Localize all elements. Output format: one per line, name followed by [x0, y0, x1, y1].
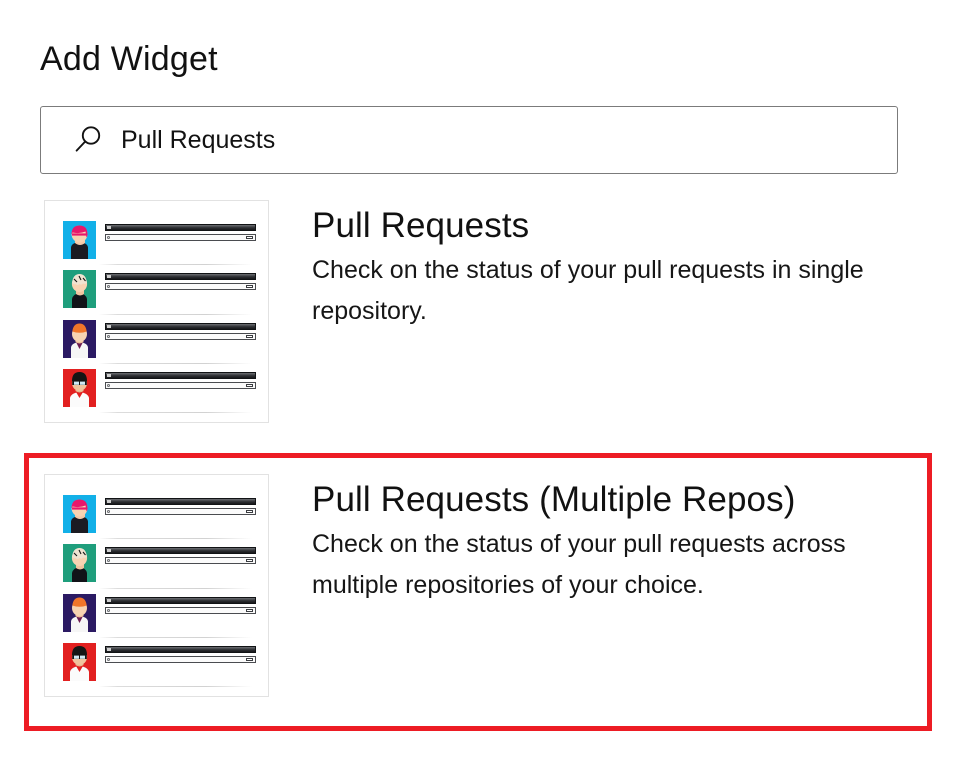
preview-line-secondary — [105, 234, 256, 241]
preview-line-secondary — [105, 332, 256, 340]
preview-line-primary — [105, 645, 256, 653]
widget-title: Pull Requests — [312, 206, 530, 245]
preview-text-lines — [105, 594, 256, 614]
preview-text-lines — [105, 495, 256, 515]
preview-line-primary — [105, 547, 256, 555]
search-input-value: Pull Requests — [121, 126, 276, 154]
preview-list — [63, 215, 256, 418]
preview-line-secondary — [105, 655, 256, 663]
preview-text-lines — [105, 369, 256, 389]
widget-description: Check on the status of your pull request… — [312, 530, 846, 599]
preview-line-primary — [105, 498, 256, 505]
widget-preview-thumbnail — [44, 200, 269, 423]
preview-line-secondary — [105, 508, 256, 515]
widget-preview-thumbnail — [44, 474, 269, 697]
avatar — [63, 495, 96, 533]
preview-line-secondary — [105, 606, 256, 614]
preview-line-secondary — [105, 283, 256, 291]
widget-option-pull-requests-multiple-repos[interactable]: Pull Requests (Multiple Repos) Check on … — [0, 474, 961, 698]
avatar — [63, 544, 96, 583]
preview-text-lines — [105, 544, 256, 565]
list-item — [63, 368, 256, 414]
widget-title: Pull Requests (Multiple Repos) — [312, 480, 796, 519]
preview-line-secondary — [105, 381, 256, 389]
preview-line-primary — [105, 273, 256, 281]
widget-description-block: Pull Requests Check on the status of you… — [312, 204, 912, 332]
avatar — [63, 593, 96, 632]
search-input[interactable]: Pull Requests — [40, 106, 898, 174]
page-title: Add Widget — [40, 40, 218, 78]
preview-line-primary — [105, 322, 256, 330]
avatar — [63, 642, 96, 681]
preview-line-primary — [105, 224, 256, 231]
widget-description: Check on the status of your pull request… — [312, 256, 864, 325]
avatar — [63, 319, 96, 358]
preview-line-primary — [105, 371, 256, 379]
avatar — [63, 368, 96, 407]
list-item — [63, 270, 256, 315]
list-item — [63, 221, 256, 266]
preview-text-lines — [105, 221, 256, 241]
preview-text-lines — [105, 320, 256, 340]
list-item — [63, 642, 256, 688]
list-item — [63, 319, 256, 365]
avatar — [63, 221, 96, 259]
preview-line-primary — [105, 596, 256, 604]
preview-list — [63, 489, 256, 692]
preview-line-secondary — [105, 557, 256, 565]
search-icon — [75, 126, 101, 152]
avatar — [63, 270, 96, 309]
list-item — [63, 544, 256, 589]
widget-option-pull-requests[interactable]: Pull Requests Check on the status of you… — [0, 200, 961, 424]
preview-text-lines — [105, 643, 256, 663]
widget-description-block: Pull Requests (Multiple Repos) Check on … — [312, 478, 932, 606]
preview-text-lines — [105, 270, 256, 291]
list-item — [63, 495, 256, 540]
list-item — [63, 593, 256, 639]
